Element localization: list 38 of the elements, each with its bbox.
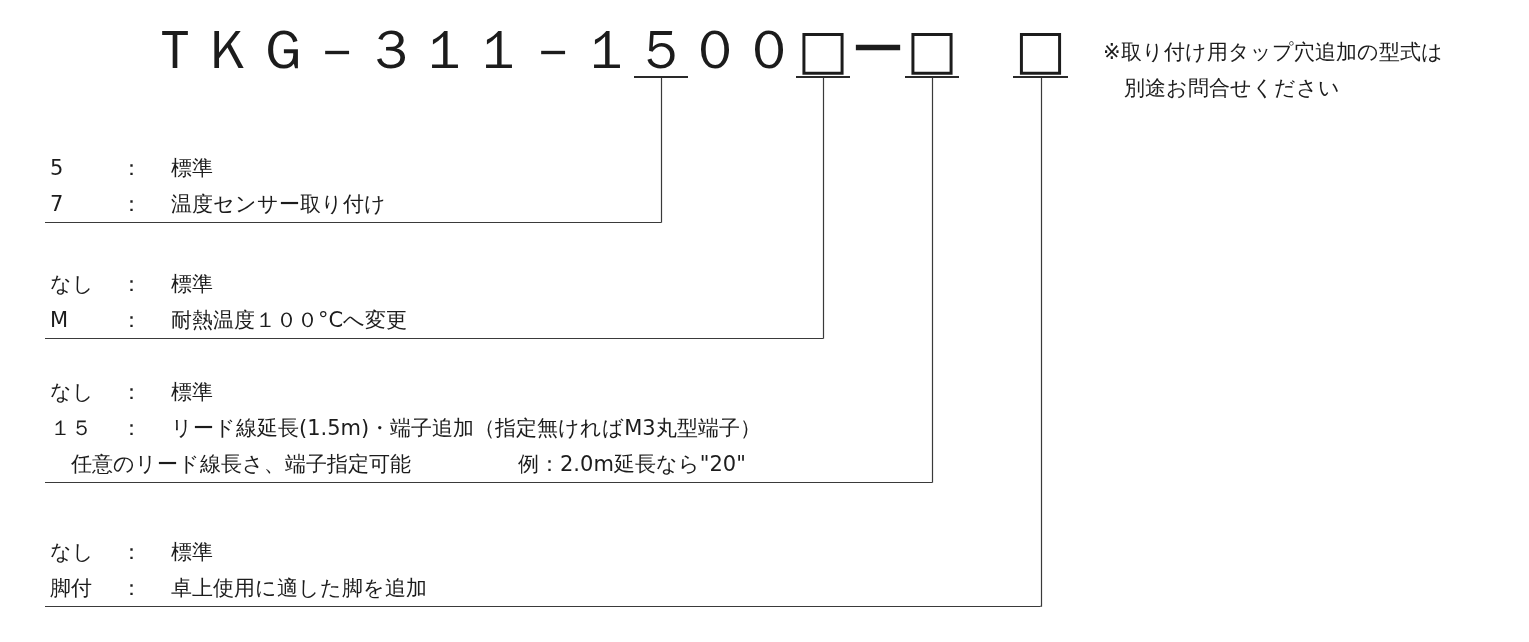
option-code: なし	[50, 271, 94, 297]
option-code: １５	[50, 415, 92, 441]
separator-colon: ：	[121, 191, 142, 217]
leader-line	[931, 77, 934, 483]
model-code-digits: ００	[688, 24, 796, 76]
model-code-prefix: ＴＫＧ－３１１－１	[148, 24, 634, 76]
option-code: なし	[50, 539, 94, 565]
leader-line	[822, 77, 825, 339]
option-code: なし	[50, 379, 94, 405]
option-description: 温度センサー取り付け	[171, 191, 386, 217]
separator-colon: ：	[121, 271, 142, 297]
option-code: 5	[50, 155, 64, 181]
option-description: 標準	[171, 155, 213, 181]
footnote: ※取り付け用タップ穴追加の型式は別途お問合せください	[1103, 39, 1444, 102]
option-description: 標準	[171, 379, 213, 405]
option-description: 標準	[171, 271, 213, 297]
fill-in-box: □	[905, 24, 959, 78]
option-description: リード線延長(1.5m)・端子追加（指定無ければM3丸型端子）	[171, 415, 761, 441]
fill-in-box: □	[796, 24, 850, 78]
leader-line	[1039, 77, 1043, 607]
fill-in-box: □	[1013, 24, 1068, 78]
option-note: 任意のリード線長さ、端子指定可能	[71, 451, 411, 477]
separator-colon: ：	[121, 575, 142, 601]
leader-line	[660, 77, 663, 223]
underlined-code-digit: ５	[634, 24, 688, 78]
separator-colon: ：	[121, 307, 142, 333]
option-description: 卓上使用に適した脚を追加	[171, 575, 427, 601]
separator-colon: ：	[121, 539, 142, 565]
option-code: M	[50, 307, 69, 333]
option-code: 7	[50, 191, 64, 217]
option-description: 標準	[171, 539, 213, 565]
example-note: 例：2.0m延長なら"20"	[518, 451, 746, 477]
option-description: 耐熱温度１００°Cへ変更	[171, 307, 408, 333]
separator-colon: ：	[121, 415, 142, 441]
option-code: 脚付	[50, 575, 92, 601]
model-code-dash: ー	[851, 24, 905, 76]
separator-colon: ：	[121, 379, 142, 405]
separator-colon: ：	[121, 155, 142, 181]
